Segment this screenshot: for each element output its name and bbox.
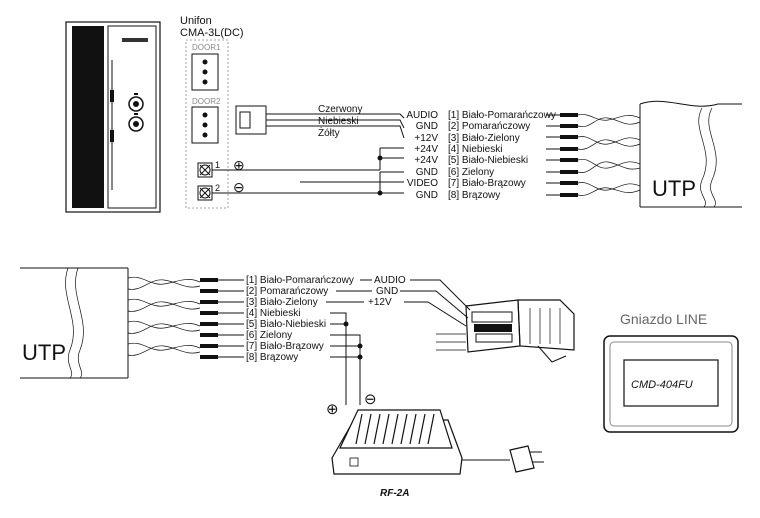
- bottom-wire-end: [200, 322, 218, 326]
- bottom-pair-label: [5] Biało-Niebieski: [246, 319, 326, 330]
- top-wire-end: [560, 124, 578, 128]
- minus-symbol-top: ⊖: [233, 179, 245, 195]
- intercom-brand: Unifon: [180, 15, 212, 27]
- power-supply-unit: RF-2A: [331, 409, 544, 499]
- handset-wires: Czerwony Niebieski Żółty: [280, 104, 405, 139]
- top-wire-end: [560, 193, 578, 197]
- top-signal: GND: [416, 121, 438, 132]
- rj45-connector: [465, 299, 575, 363]
- psu-fin: [355, 413, 363, 445]
- top-wire-end: [560, 158, 578, 162]
- bottom-pair-label: [2] Pomarańczowy: [246, 286, 328, 297]
- bottom-signal-wires: AUDIO GND +12V: [326, 275, 471, 351]
- top-wire-end: [560, 170, 578, 174]
- top-pair-label: [6] Zielony: [448, 167, 494, 178]
- top-wire-ends: [546, 113, 578, 197]
- top-wire-end: [560, 135, 578, 139]
- bottom-pair-label: [3] Biało-Zielony: [246, 297, 318, 308]
- power-wires: ⊕ ⊖: [326, 312, 377, 418]
- top-twisted-pairs: [577, 114, 641, 196]
- wire-blue-label: Niebieski: [318, 116, 359, 127]
- top-utp-label: UTP: [652, 176, 696, 201]
- top-wire-end: [560, 181, 578, 185]
- top-pair-label: [1] Biało-Pomarańczowy: [448, 110, 556, 121]
- socket-model: CMD-404FU: [631, 379, 693, 391]
- bottom-wire-ends: [200, 278, 244, 359]
- psu-minus-symbol: ⊖: [364, 391, 377, 408]
- psu-model: RF-2A: [380, 488, 409, 499]
- top-utp-cable: UTP: [639, 100, 742, 208]
- top-pair-label: [7] Biało-Brązowy: [448, 178, 526, 189]
- socket-title: Gniazdo LINE: [620, 311, 707, 327]
- top-signal: AUDIO: [406, 110, 438, 121]
- psu-fin: [427, 413, 435, 445]
- intercom-model: CMA-3L(DC): [180, 27, 244, 39]
- wire-yellow-label: Żółty: [318, 126, 340, 139]
- psu-fin: [373, 413, 381, 445]
- psu-fin: [382, 413, 390, 445]
- bottom-wire-end: [200, 333, 218, 337]
- top-pair-label: [8] Brązowy: [448, 190, 500, 201]
- bottom-utp-label: UTP: [22, 340, 66, 365]
- bottom-pair-label: [6] Zielony: [246, 330, 292, 341]
- top-pair-label: [2] Pomarańczowy: [448, 121, 530, 132]
- bottom-signal: GND: [376, 286, 398, 297]
- top-signal: GND: [416, 167, 438, 178]
- intercom-handset-drawing: [65, 21, 161, 213]
- bottom-signal: AUDIO: [374, 275, 406, 286]
- psu-fin: [418, 413, 426, 445]
- door1-label: DOOR1: [192, 43, 221, 52]
- top-pair-label: [5] Biało-Niebieski: [448, 155, 528, 166]
- bottom-wire-end: [200, 289, 218, 293]
- terminal-1-label: 1: [215, 160, 220, 170]
- bottom-wire-end: [200, 300, 218, 304]
- bottom-utp-cable: UTP: [20, 267, 129, 379]
- bottom-wire-end: [200, 278, 218, 282]
- top-wire-end: [560, 147, 578, 151]
- wire-red-label: Czerwony: [318, 104, 362, 115]
- psu-plus-symbol: ⊕: [326, 401, 339, 418]
- bottom-pair-label: [1] Biało-Pomarańczowy: [246, 275, 354, 286]
- top-signal-labels: AUDIO GND +12V +24V +24V GND VIDEO GND: [406, 110, 438, 201]
- top-signal: +24V: [414, 155, 438, 166]
- handset-plug: [235, 105, 280, 135]
- bottom-wire-end: [200, 355, 218, 359]
- top-signal: +12V: [414, 133, 438, 144]
- bottom-pair-label: [4] Niebieski: [246, 308, 300, 319]
- psu-fin: [400, 413, 408, 445]
- terminal-wires: [212, 147, 404, 196]
- top-wire-end: [560, 113, 578, 117]
- bottom-pair-label: [8] Brązowy: [246, 352, 298, 363]
- top-signal: +24V: [414, 144, 438, 155]
- door2-label: DOOR2: [192, 97, 221, 106]
- intercom-terminal-panel: Unifon CMA-3L(DC) DOOR1 DOOR2 1 2 ⊕ ⊖: [180, 15, 245, 209]
- top-cable-pair-labels: [1] Biało-Pomarańczowy [2] Pomarańczowy …: [448, 110, 556, 201]
- terminal-2-label: 2: [215, 183, 220, 193]
- top-signal: VIDEO: [407, 178, 438, 189]
- top-signal: GND: [416, 190, 438, 201]
- bottom-wire-end: [200, 344, 218, 348]
- bottom-pair-label: [7] Biało-Brązowy: [246, 341, 324, 352]
- plus-symbol-top: ⊕: [233, 157, 245, 173]
- bottom-signal: +12V: [368, 297, 392, 308]
- psu-fin: [364, 413, 372, 445]
- top-pair-label: [3] Biało-Zielony: [448, 133, 520, 144]
- line-socket: Gniazdo LINE CMD-404FU: [603, 311, 739, 433]
- psu-fin: [391, 413, 399, 445]
- bottom-cable-pair-labels: [1] Biało-Pomarańczowy [2] Pomarańczowy …: [246, 275, 354, 363]
- top-pair-label: [4] Niebieski: [448, 144, 502, 155]
- bottom-wire-end: [200, 311, 218, 315]
- bottom-twisted-pairs: [127, 276, 201, 356]
- psu-fin: [409, 413, 417, 445]
